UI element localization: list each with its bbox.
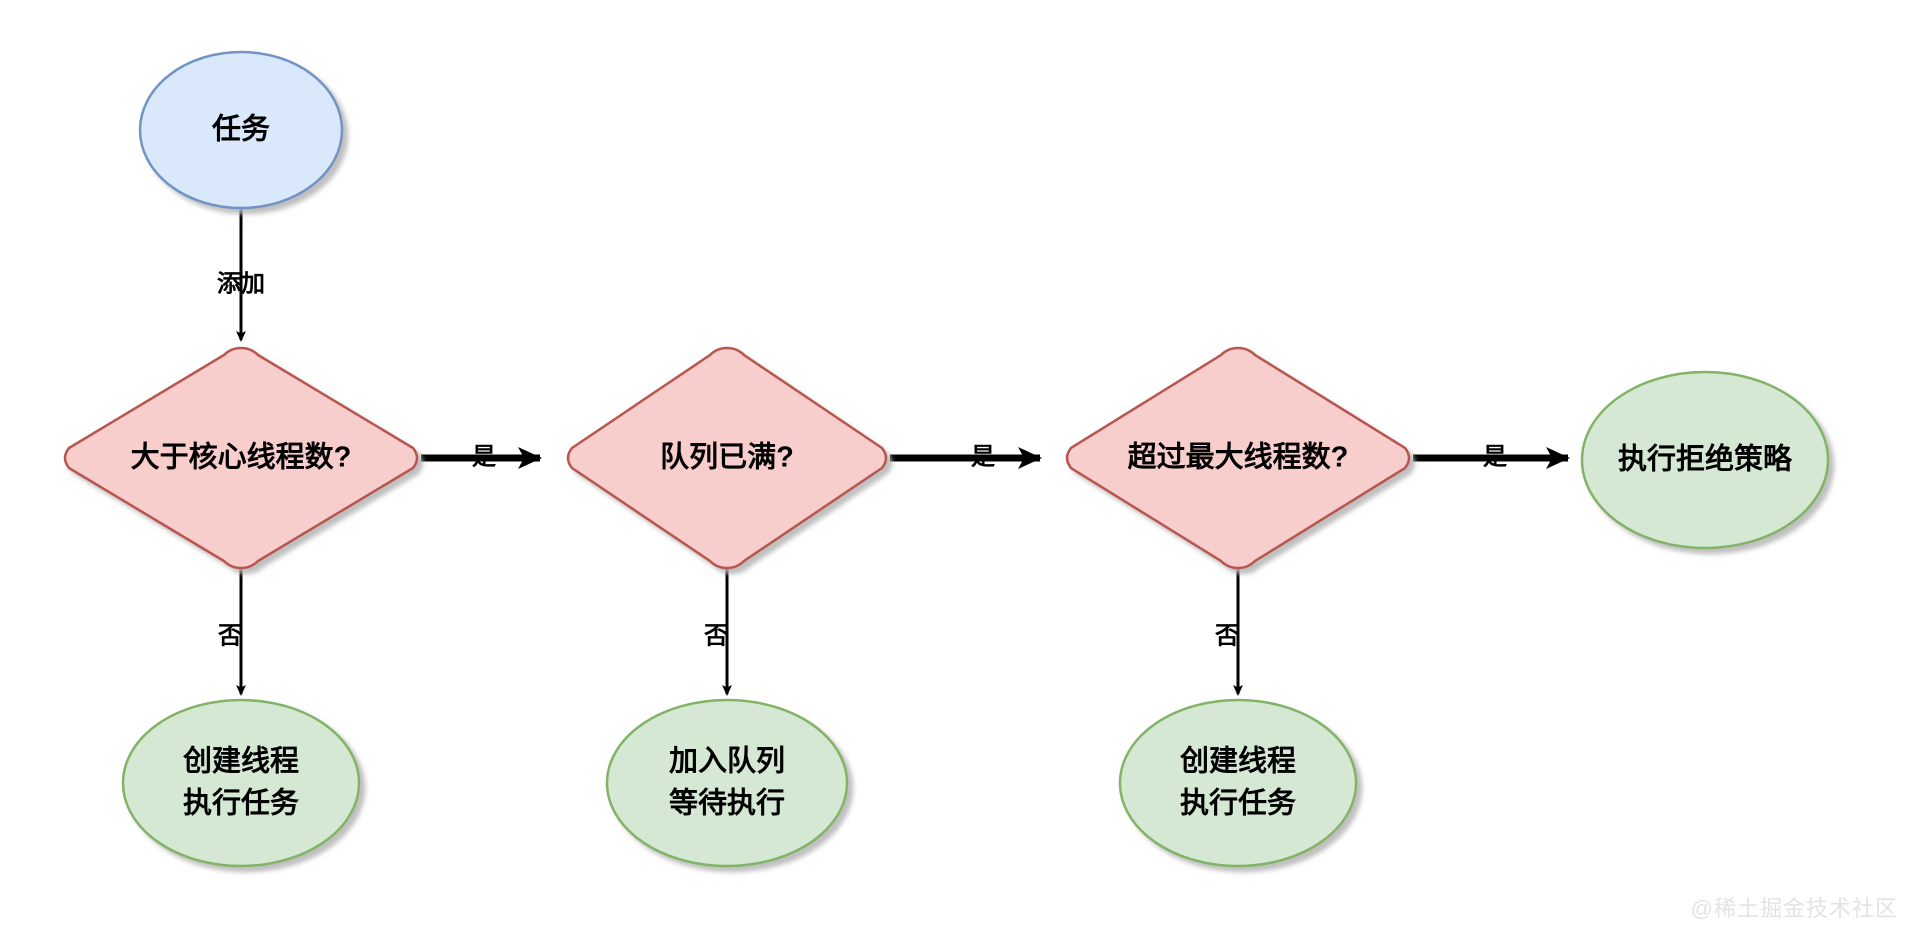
terminal-create-2-line-2: 执行任务 (1180, 787, 1296, 820)
node-decision-max-threads[interactable]: 超过最大线程数? (1065, 346, 1411, 570)
edge-label-yes-1: 是 (472, 443, 496, 470)
terminal-reject-label: 执行拒绝策略 (1618, 442, 1793, 476)
decision-diamond-shape (1065, 346, 1411, 570)
edge-d3-to-reject: 是 (1413, 443, 1570, 470)
start-ellipse-shape (138, 50, 344, 210)
terminal-enqueue-line-1: 加入队列 (669, 745, 785, 778)
decision-diamond-shape (566, 346, 888, 570)
decision-3-label: 超过最大线程数? (1128, 441, 1349, 474)
decision-2-label: 队列已满? (660, 441, 794, 474)
edge-label-no-3: 否 (1214, 622, 1239, 649)
decision-diamond-shape (63, 346, 419, 570)
edge-d3-to-create2: 否 (1214, 568, 1243, 696)
edge-label-yes-3: 是 (1483, 443, 1507, 470)
edge-d2-to-enqueue: 否 (703, 568, 732, 696)
node-start-task[interactable]: 任务 (138, 50, 344, 210)
terminal-create-1-line-2: 执行任务 (183, 787, 299, 820)
edge-label-add: 添加 (217, 270, 265, 297)
terminal-ellipse-shape (1580, 370, 1830, 550)
edge-d1-to-create1: 否 (217, 568, 246, 696)
node-decision-queue-full[interactable]: 队列已满? (566, 346, 888, 570)
terminal-create-1-line-1: 创建线程 (182, 745, 299, 778)
edge-label-no-1: 否 (217, 622, 242, 649)
terminal-create-2-line-1: 创建线程 (1179, 745, 1296, 778)
node-terminal-create-thread-2[interactable]: 创建线程 执行任务 (1118, 698, 1358, 868)
terminal-ellipse-shape (1118, 698, 1358, 868)
node-terminal-create-thread-1[interactable]: 创建线程 执行任务 (121, 698, 361, 868)
terminal-ellipse-shape (605, 698, 849, 868)
edge-d2-to-d3: 是 (890, 443, 1042, 470)
node-terminal-enqueue-wait[interactable]: 加入队列 等待执行 (605, 698, 849, 868)
edge-start-to-d1: 添加 (217, 208, 265, 342)
decision-1-label: 大于核心线程数? (131, 441, 352, 474)
watermark: @稀土掘金技术社区 (1690, 896, 1898, 921)
edge-label-yes-2: 是 (971, 443, 995, 470)
terminal-enqueue-line-2: 等待执行 (669, 786, 785, 820)
node-terminal-reject-policy[interactable]: 执行拒绝策略 (1580, 370, 1830, 550)
start-node-label: 任务 (211, 113, 270, 146)
edge-label-no-2: 否 (703, 622, 728, 649)
terminal-ellipse-shape (121, 698, 361, 868)
edge-d1-to-d2: 是 (421, 443, 542, 470)
node-decision-core-threads[interactable]: 大于核心线程数? (63, 346, 419, 570)
